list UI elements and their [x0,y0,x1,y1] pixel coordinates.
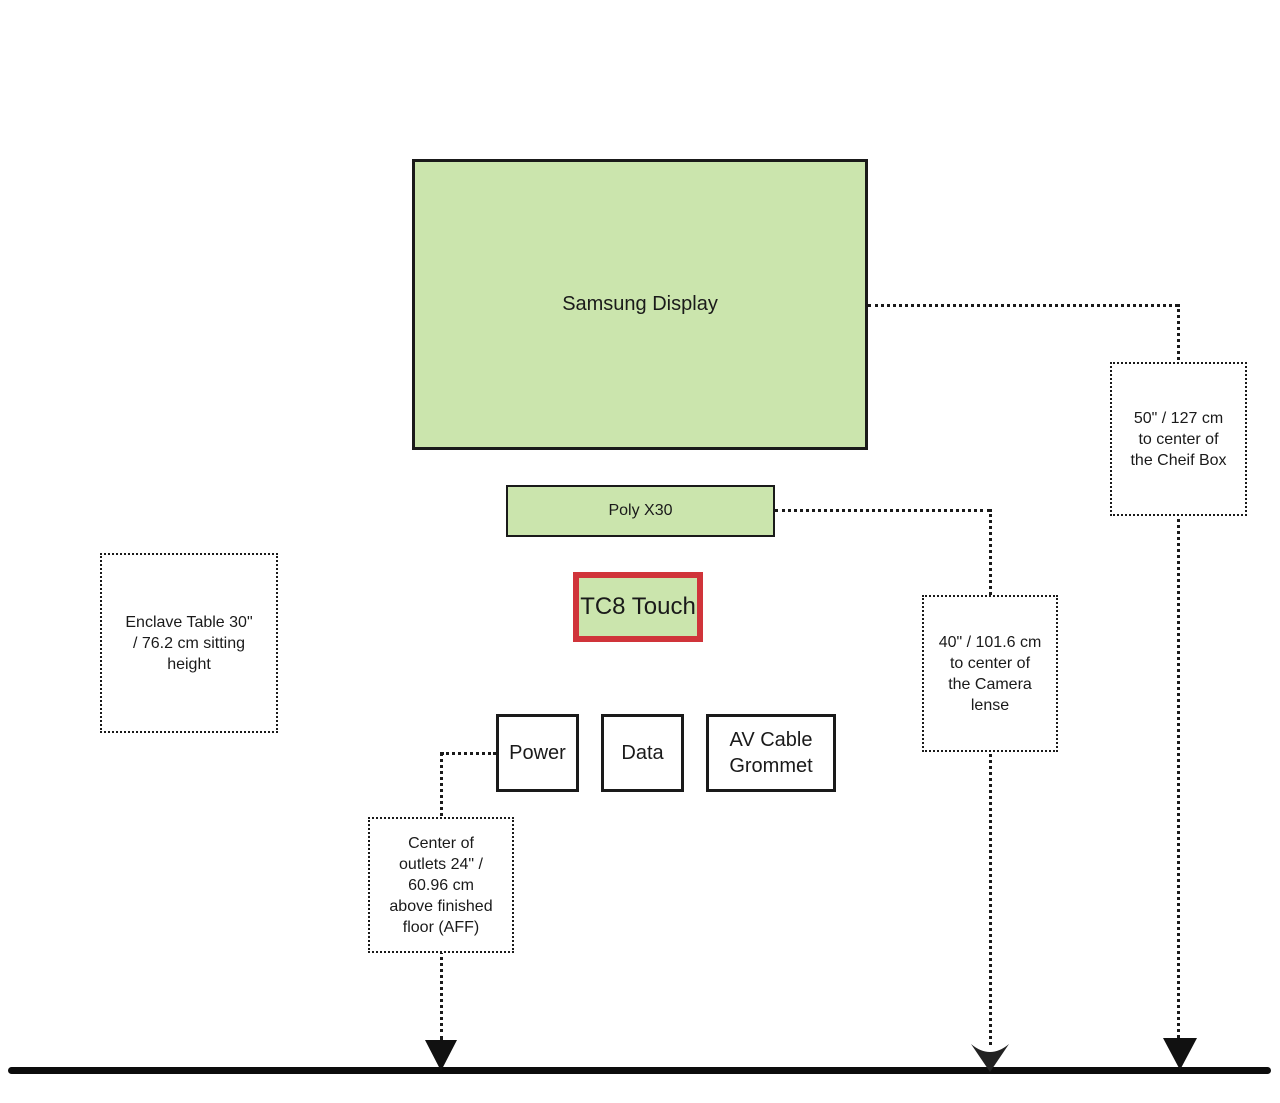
camera-lens-distance-label: 40" / 101.6 cm to center of the Camera l… [938,633,1042,714]
poly-to-floor-connector-vertical [989,509,992,1045]
enclave-table-note-label: Enclave Table 30" / 76.2 cm sitting heig… [125,613,253,673]
data-outlet-node: Data [601,714,684,792]
outlets-height-label: Center of outlets 24" / 60.96 cm above f… [389,834,493,936]
av-cable-grommet-node: AV Cable Grommet [706,714,836,792]
samsung-display-label: Samsung Display [562,293,718,315]
display-to-floor-connector-vertical [1177,304,1180,1038]
tc8-touch-label: TC8 Touch [580,593,696,620]
power-outlet-label: Power [509,741,566,764]
camera-lens-distance-note: 40" / 101.6 cm to center of the Camera l… [922,595,1058,752]
finished-floor-line [8,1067,1271,1074]
display-to-floor-connector-horizontal [868,304,1178,307]
chief-box-distance-label: 50" / 127 cm to center of the Cheif Box [1130,409,1227,469]
chief-box-distance-note: 50" / 127 cm to center of the Cheif Box [1110,362,1247,516]
tc8-touch-node: TC8 Touch [573,572,703,642]
down-chevron-arrow-icon [971,1044,1009,1072]
down-arrow-icon [425,1040,457,1071]
down-arrow-icon [1163,1038,1197,1070]
enclave-table-note: Enclave Table 30" / 76.2 cm sitting heig… [100,553,278,733]
power-outlet-node: Power [496,714,579,792]
samsung-display-node: Samsung Display [412,159,868,450]
poly-x30-label: Poly X30 [608,502,673,519]
poly-to-floor-connector-horizontal [775,509,990,512]
power-to-floor-connector-horizontal [441,752,496,755]
data-outlet-label: Data [621,741,664,764]
av-cable-grommet-label: AV Cable Grommet [729,729,813,777]
outlets-height-note: Center of outlets 24" / 60.96 cm above f… [368,817,514,953]
poly-x30-node: Poly X30 [506,485,775,537]
